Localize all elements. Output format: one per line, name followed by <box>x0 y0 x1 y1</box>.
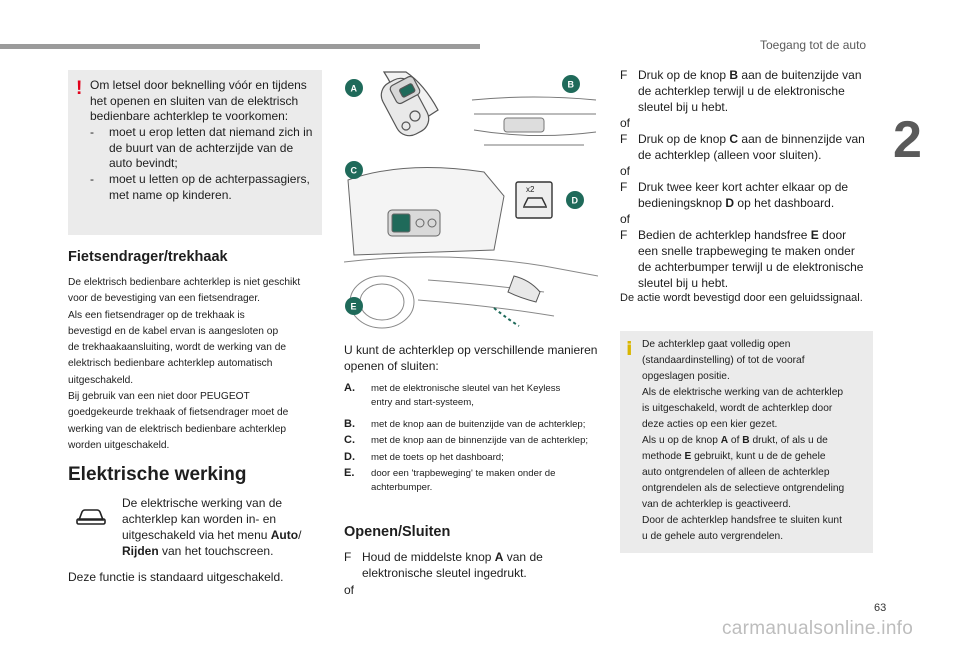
svg-text:B: B <box>568 80 575 90</box>
check-icon: F <box>620 228 628 242</box>
or-text: of <box>620 212 631 226</box>
warning-bullet-dash: - <box>90 172 94 186</box>
method-label: C. <box>344 434 355 446</box>
car-icon <box>75 506 107 528</box>
section-title-bike: Fietsendrager/trekhaak <box>68 249 228 265</box>
check-icon: F <box>620 180 628 194</box>
x2-badge: x2 <box>526 185 535 194</box>
info-text: De achterklep gaat volledig open (standa… <box>642 339 845 542</box>
warning-intro: Om letsel door beknelling vóór en tijden… <box>90 78 307 123</box>
method-text: met de knop aan de binnenzijde van de ac… <box>371 435 589 446</box>
tailgate-illustration: x2 A B C D E <box>343 70 599 330</box>
method-text: met de knop aan de buitenzijde van de ac… <box>371 419 586 430</box>
svg-text:C: C <box>351 166 358 176</box>
warning-icon: ! <box>76 78 83 99</box>
electric-paragraph: De elektrische werking van de achterklep… <box>122 496 302 558</box>
warning-bullet: moet u erop letten dat niemand zich in d… <box>109 125 313 170</box>
signal-note: De actie wordt bevestigd door een geluid… <box>620 292 863 304</box>
svg-text:D: D <box>572 196 579 206</box>
check-icon: F <box>620 68 628 82</box>
page-number: 63 <box>874 602 887 614</box>
step-key-b: Druk op de knop B aan de buitenzijde van… <box>638 68 862 114</box>
method-label: A. <box>344 382 355 394</box>
svg-text:A: A <box>351 84 358 94</box>
section-header: Toegang tot de auto <box>760 38 867 52</box>
method-text: met de elektronische sleutel van het Key… <box>371 383 561 408</box>
menu-rijden: Rijden <box>122 544 159 558</box>
step-key-c: Druk op de knop C aan de binnenzijde van… <box>638 132 865 162</box>
step-key-a: Houd de middelste knop A van de elektron… <box>362 550 543 580</box>
check-icon: F <box>620 132 628 146</box>
warning-bullet-dash: - <box>90 125 94 139</box>
bike-paragraph: De elektrisch bedienbare achterklep is n… <box>68 277 301 451</box>
menu-auto: Auto <box>270 528 299 542</box>
method-label: B. <box>344 418 355 430</box>
method-text: door een 'trapbeweging' te maken onder d… <box>371 468 556 493</box>
header-rule <box>0 44 480 49</box>
step-key-e: Bedien de achterklep handsfree E door ee… <box>638 228 864 290</box>
method-label: E. <box>344 467 355 479</box>
watermark: carmanualsonline.info <box>722 618 914 639</box>
chapter-number: 2 <box>893 111 922 169</box>
warning-box: ! Om letsel door beknelling vóór en tijd… <box>68 70 322 235</box>
check-icon: F <box>344 550 352 564</box>
section-title-electric: Elektrische werking <box>68 464 247 485</box>
warning-bullet: moet u letten op de achterpassagiers, me… <box>109 172 310 202</box>
methods-intro: U kunt de achterklep op verschillende ma… <box>344 343 598 373</box>
or-text: of <box>344 583 355 597</box>
svg-text:E: E <box>351 302 357 312</box>
section-title-open: Openen/Sluiten <box>344 524 451 540</box>
info-icon: i <box>626 338 633 360</box>
default-note: Deze functie is standaard uitgeschakeld. <box>68 570 284 584</box>
or-text: of <box>620 116 631 130</box>
method-text: met de toets op het dashboard; <box>371 452 504 463</box>
info-box: i De achterklep gaat volledig open (stan… <box>620 331 873 553</box>
method-label: D. <box>344 451 355 463</box>
or-text: of <box>620 164 631 178</box>
step-key-d: Druk twee keer kort achter elkaar op de … <box>638 180 849 210</box>
